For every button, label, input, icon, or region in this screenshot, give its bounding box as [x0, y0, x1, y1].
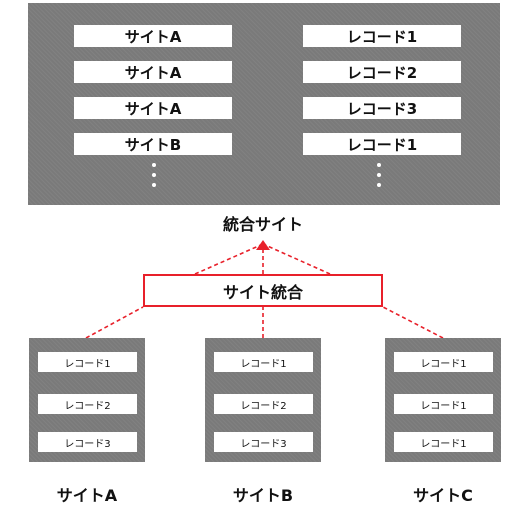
line-site-c-to-merge [382, 306, 444, 339]
ellipsis-dots-right [376, 163, 382, 193]
integrated-right-cell-3: レコード3 [303, 97, 461, 119]
integrated-left-cell-1: サイトA [74, 25, 232, 47]
source-c-record-3: レコード1 [394, 432, 493, 452]
integrated-site-label: 統合サイト [222, 215, 303, 234]
ellipsis-dots-left [151, 163, 157, 193]
line-site-a-to-merge [85, 306, 144, 339]
source-a-record-3: レコード3 [38, 432, 137, 452]
source-c-record-2: レコード1 [394, 394, 493, 414]
integrated-left-cell-3: サイトA [74, 97, 232, 119]
source-a-record-2: レコード2 [38, 394, 137, 414]
source-a-record-1: レコード1 [38, 352, 137, 372]
source-c-record-1: レコード1 [394, 352, 493, 372]
arrow-head-icon [256, 240, 270, 250]
source-site-a-label: サイトA [56, 486, 118, 505]
integrated-right-cell-2: レコード2 [303, 61, 461, 83]
source-b-record-2: レコード2 [214, 394, 313, 414]
line-merge-right-to-top [262, 243, 331, 275]
source-b-record-3: レコード3 [214, 432, 313, 452]
integrated-left-cell-2: サイトA [74, 61, 232, 83]
site-merge-box: サイト統合 [143, 274, 383, 307]
integrated-left-cell-4: サイトB [74, 133, 232, 155]
integrated-right-cell-4: レコード1 [303, 133, 461, 155]
source-site-b-label: サイトB [232, 486, 294, 505]
line-merge-left-to-top [194, 243, 264, 275]
source-site-c-label: サイトC [413, 486, 473, 505]
integrated-right-cell-1: レコード1 [303, 25, 461, 47]
source-b-record-1: レコード1 [214, 352, 313, 372]
